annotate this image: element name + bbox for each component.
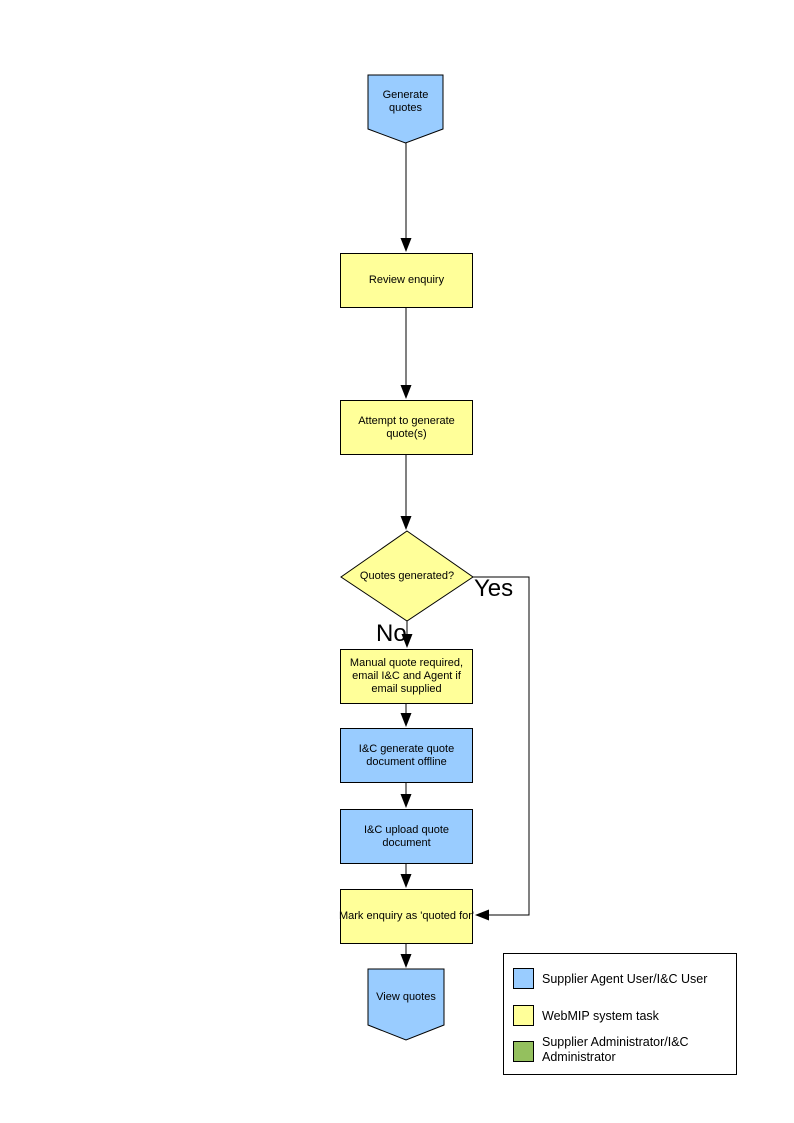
arrowhead — [400, 954, 412, 968]
legend-swatch-admin — [513, 1041, 534, 1062]
generate-offline-node: I&C generate quote document offline — [340, 728, 473, 783]
arrowhead — [400, 238, 412, 252]
arrowhead — [400, 874, 412, 888]
arrowhead — [400, 794, 412, 808]
legend-label-user: Supplier Agent User/I&C User — [542, 972, 708, 986]
legend-label-system: WebMIP system task — [542, 1009, 659, 1023]
review-enquiry-node: Review enquiry — [340, 253, 473, 308]
legend-swatch-user — [513, 968, 534, 989]
legend-label-admin: Supplier Administrator/I&C Administrator — [542, 1035, 689, 1064]
decision-node-label: Quotes generated? — [359, 569, 455, 582]
connector-arrows — [400, 143, 530, 968]
yes-branch-label: Yes — [474, 575, 514, 602]
arrowhead — [400, 385, 412, 399]
legend-swatch-system — [513, 1005, 534, 1026]
upload-document-node: I&C upload quote document — [340, 809, 473, 864]
end-node-label: View quotes — [376, 990, 436, 1003]
start-node-label: Generate quotes — [382, 89, 429, 114]
arrowhead — [400, 713, 412, 727]
mark-quoted-node: Mark enquiry as 'quoted for' — [339, 889, 474, 944]
start-pentagon-shape — [367, 74, 444, 144]
legend-box: Supplier Agent User/I&C User WebMIP syst… — [503, 953, 737, 1075]
arrowhead — [401, 634, 413, 648]
manual-quote-node: Manual quote required, email I&C and Age… — [340, 649, 473, 704]
arrowhead — [400, 516, 412, 530]
attempt-generate-node: Attempt to generate quote(s) — [340, 400, 473, 455]
arrowhead — [475, 909, 489, 921]
connector-yes-branch — [473, 576, 530, 916]
end-pentagon-shape — [367, 968, 445, 1041]
no-branch-label: No — [376, 620, 407, 647]
